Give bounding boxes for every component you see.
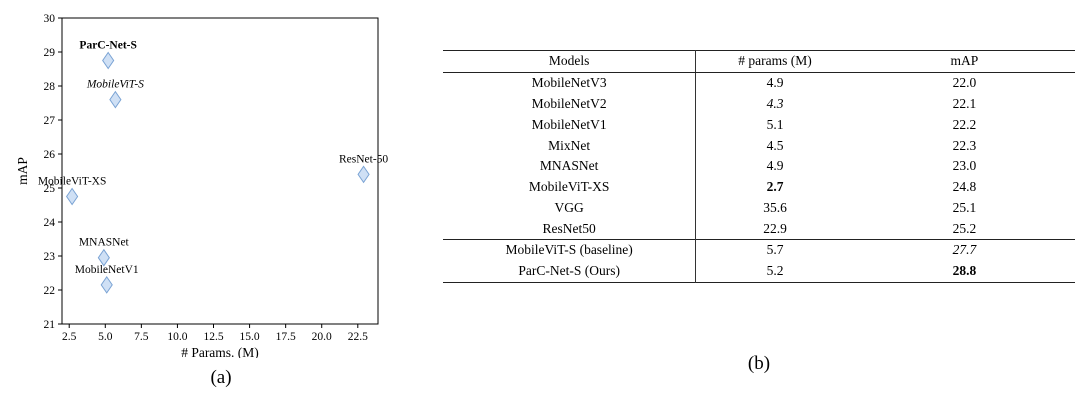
x-tick-label: 15.0 xyxy=(240,331,260,343)
y-tick-label: 24 xyxy=(44,217,56,229)
x-axis-label: # Params. (M) xyxy=(181,345,259,358)
x-tick-label: 5.0 xyxy=(98,331,113,343)
cell-params: 4.9 xyxy=(766,75,784,91)
scatter-point-label: MobileViT-XS xyxy=(38,176,107,188)
col-header-models: Models xyxy=(443,50,697,73)
cell-params: 2.7 xyxy=(766,179,784,195)
table-row: VGG 35.6 25.1 xyxy=(443,197,1075,219)
cell-params: 22.9 xyxy=(763,220,787,236)
scatter-point-marker xyxy=(357,165,370,184)
y-tick-label: 28 xyxy=(44,81,56,93)
cell-model: MixNet xyxy=(443,135,697,156)
cell-map: 25.1 xyxy=(952,199,977,215)
cell-params: 5.1 xyxy=(766,116,784,132)
x-tick-label: 12.5 xyxy=(203,331,223,343)
table-row: MixNet 4.5 22.3 xyxy=(443,135,1075,156)
cell-map: 28.8 xyxy=(952,263,977,279)
cell-model: MobileNetV3 xyxy=(443,72,697,94)
table-row: MobileNetV1 5.1 22.2 xyxy=(443,114,1075,136)
cell-map: 22.1 xyxy=(952,95,977,111)
table-header-row: Models # params (M) mAP xyxy=(443,50,1075,73)
cell-params: 4.3 xyxy=(766,95,784,111)
table-header: Models # params (M) mAP xyxy=(443,50,1075,73)
cell-params: 5.7 xyxy=(695,239,854,261)
x-tick-label: 10.0 xyxy=(167,331,187,343)
y-tick-label: 26 xyxy=(44,149,56,161)
table-panel: Models # params (M) mAP MobileNetV3 4.9 22… xyxy=(443,50,1075,375)
y-axis-label: mAP xyxy=(15,157,30,185)
scatter-point-label: MobileNetV1 xyxy=(75,264,139,276)
scatter-point-label: MNASNet xyxy=(79,237,130,249)
scatter-point-marker xyxy=(102,51,115,70)
cell-params: 35.6 xyxy=(763,199,787,215)
cell-map: 27.7 xyxy=(853,239,1075,261)
scatter-point-marker xyxy=(100,276,113,294)
table-row: MNASNet 4.9 23.0 xyxy=(443,155,1075,177)
x-tick-label: 7.5 xyxy=(134,331,149,343)
cell-model: ParC-Net-S (Ours) xyxy=(443,260,697,283)
col-header-map: mAP xyxy=(853,50,1075,73)
y-tick-label: 27 xyxy=(44,115,56,127)
cell-params: 4.5 xyxy=(766,137,784,153)
scatter-point-label: MobileViT-S xyxy=(86,79,144,91)
plot-frame xyxy=(61,17,379,325)
cell-map: 24.8 xyxy=(952,179,977,195)
x-tick-label: 17.5 xyxy=(276,331,296,343)
cell-map: 22.2 xyxy=(952,116,977,132)
scatter-point-marker xyxy=(97,248,110,267)
y-tick-label: 30 xyxy=(44,13,56,25)
scatter-point-marker xyxy=(65,187,79,206)
cell-model: ResNet50 xyxy=(443,218,697,240)
y-tick-label: 25 xyxy=(44,183,56,195)
x-tick-label: 22.5 xyxy=(348,331,368,343)
table-row: MobileViT-XS 2.7 24.8 xyxy=(443,176,1075,198)
y-tick-label: 22 xyxy=(44,285,56,297)
cell-params: 4.9 xyxy=(766,158,784,174)
cell-model: MobileNetV1 xyxy=(443,114,697,136)
scatter-point-label: ParC-Net-S xyxy=(79,40,136,52)
results-table: Models # params (M) mAP MobileNetV3 4.9 22… xyxy=(443,50,1075,283)
cell-model: VGG xyxy=(443,197,697,219)
cell-model: MobileViT-XS xyxy=(443,176,697,198)
y-tick-label: 29 xyxy=(44,47,56,59)
x-tick-label: 2.5 xyxy=(62,331,77,343)
table-row: ParC-Net-S (Ours) 5.2 28.8 xyxy=(443,260,1075,283)
caption-a: (a) xyxy=(210,367,232,388)
x-tick-label: 20.0 xyxy=(312,331,332,343)
scatter-svg: 2.5 5.0 7.5 10.0 12.5 15.0 17.5 20.0 22.5 21 22 23 2… xyxy=(15,13,388,360)
caption-b: (b) xyxy=(747,352,771,374)
cell-model: MNASNet xyxy=(443,155,697,177)
table-row: MobileNetV3 4.9 22.0 xyxy=(443,72,1075,94)
scatter-point-marker xyxy=(109,90,122,109)
scatter-chart: 2.5 5.0 7.5 10.0 12.5 15.0 17.5 20.0 22.5 21 22 23 2… xyxy=(14,6,428,363)
scatter-panel: 2.5 5.0 7.5 10.0 12.5 15.0 17.5 20.0 22.5 21 22 23 2… xyxy=(14,6,428,389)
cell-model: MobileNetV2 xyxy=(443,93,697,115)
scatter-point-label: ResNet-50 xyxy=(339,153,388,165)
col-header-params: # params (M) xyxy=(695,50,854,73)
cell-model: MobileViT-S (baseline) xyxy=(443,239,697,261)
cell-map: 22.3 xyxy=(952,137,977,153)
cell-map: 25.2 xyxy=(952,220,977,236)
table-row: ResNet50 22.9 25.2 xyxy=(443,218,1075,240)
y-tick-label: 21 xyxy=(44,319,56,331)
cell-map: 22.0 xyxy=(952,75,977,91)
cell-params: 5.2 xyxy=(766,263,784,279)
table-row: MobileNetV2 4.3 22.1 xyxy=(443,93,1075,115)
cell-map: 23.0 xyxy=(952,158,977,174)
y-tick-label: 23 xyxy=(44,251,56,263)
